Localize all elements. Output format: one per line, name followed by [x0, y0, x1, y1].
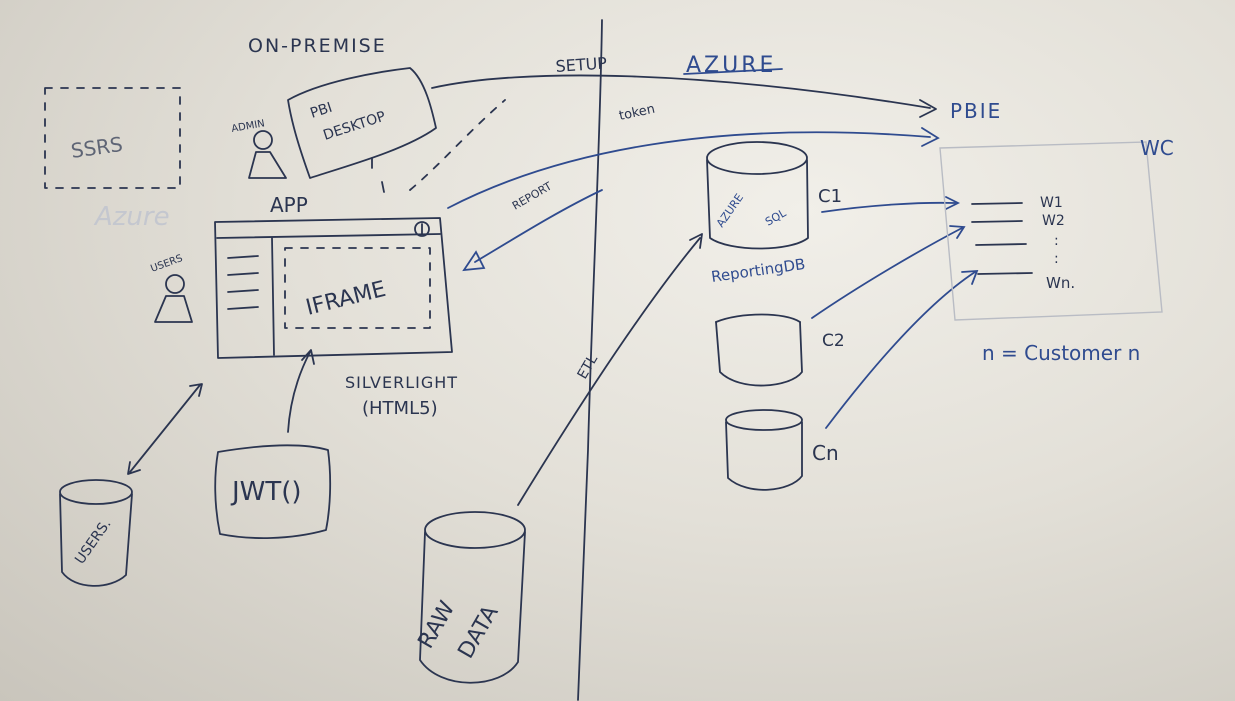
raw-data-line2: DATA [454, 601, 504, 663]
person-icon-admin [248, 130, 287, 179]
pbi-dashed-link [409, 99, 506, 191]
info-icon [414, 221, 430, 237]
ghost-text: Azure [93, 202, 170, 232]
c2-label: C2 [822, 331, 845, 351]
token-arrowhead [921, 127, 940, 147]
onprem-azure-divider [577, 19, 603, 701]
setup-arrowhead [919, 99, 937, 118]
azure-sql-line1: AZURE [714, 191, 746, 229]
c1-label: C1 [818, 186, 842, 207]
wdots-top: : [1054, 233, 1059, 249]
admin-label: ADMIN [231, 118, 266, 135]
token-label: token [618, 102, 657, 124]
app-label: APP [270, 193, 308, 217]
cn-cylinder [725, 409, 803, 491]
pbi-desktop-line1: PBI [308, 100, 334, 122]
setup-arrow [431, 74, 931, 109]
wc-label: WC [1140, 136, 1174, 160]
jwt-box [214, 444, 332, 539]
app-sidebar-divider [271, 237, 275, 356]
silverlight-label: SILVERLIGHT [345, 373, 458, 392]
pbi-desktop-shape [287, 67, 437, 179]
etl-arrow [517, 237, 701, 506]
users-db-cylinder [59, 479, 133, 587]
token-arrow [447, 131, 931, 209]
cn-label: Cn [812, 441, 839, 465]
users-app-link [129, 384, 201, 473]
jwt-arrowhead [301, 349, 315, 365]
wdots-bottom: : [1054, 251, 1059, 267]
c2-arrowhead [949, 225, 966, 239]
azure-underline [683, 68, 783, 75]
wn-label: Wn. [1046, 274, 1075, 292]
w1-label: W1 [1040, 195, 1063, 211]
app-window [214, 217, 453, 359]
ssrs-label: SSRS [69, 132, 124, 163]
app-titlebar [216, 233, 441, 239]
users-db-label: USERS. [72, 516, 114, 567]
cn-arrowhead [961, 270, 979, 285]
warning-triangle-icon [462, 250, 486, 272]
users-person-label: USERS [149, 253, 184, 275]
report-label: REPORT [510, 179, 554, 212]
pbie-label: PBIE [950, 99, 1002, 123]
etl-label: ETL [575, 352, 602, 382]
etl-arrowhead [689, 233, 703, 249]
report-arrow [474, 189, 603, 263]
pbi-ticks [371, 157, 385, 193]
c1-arrowhead [945, 196, 961, 210]
azure-sql-cylinder [706, 141, 809, 250]
workspace-lines [971, 202, 1033, 275]
jwt-arrow [287, 351, 311, 433]
azure-label: AZURE [686, 53, 776, 78]
c2-arrow [811, 227, 963, 319]
azure-sql-line2: SQL [763, 206, 789, 229]
users-app-arrowheads [127, 383, 203, 475]
c1-arrow [821, 201, 956, 213]
legend-text: n = Customer n [982, 341, 1140, 365]
person-icon-users [154, 274, 193, 323]
wc-box [939, 141, 1163, 321]
app-sidebar-lines [227, 255, 259, 310]
raw-data-cylinder [419, 511, 526, 684]
html5-label: (HTML5) [362, 398, 438, 419]
ssrs-box [44, 87, 181, 189]
setup-label: SETUP [555, 53, 608, 76]
reporting-db-label: ReportingDB [710, 255, 806, 286]
cn-arrow [825, 271, 976, 429]
c2-cylinder [715, 313, 803, 387]
w2-label: W2 [1042, 213, 1065, 229]
iframe-label: IFRAME [303, 277, 388, 321]
jwt-label: JWT() [230, 477, 302, 507]
on-premise-label: ON-PREMISE [248, 35, 387, 57]
